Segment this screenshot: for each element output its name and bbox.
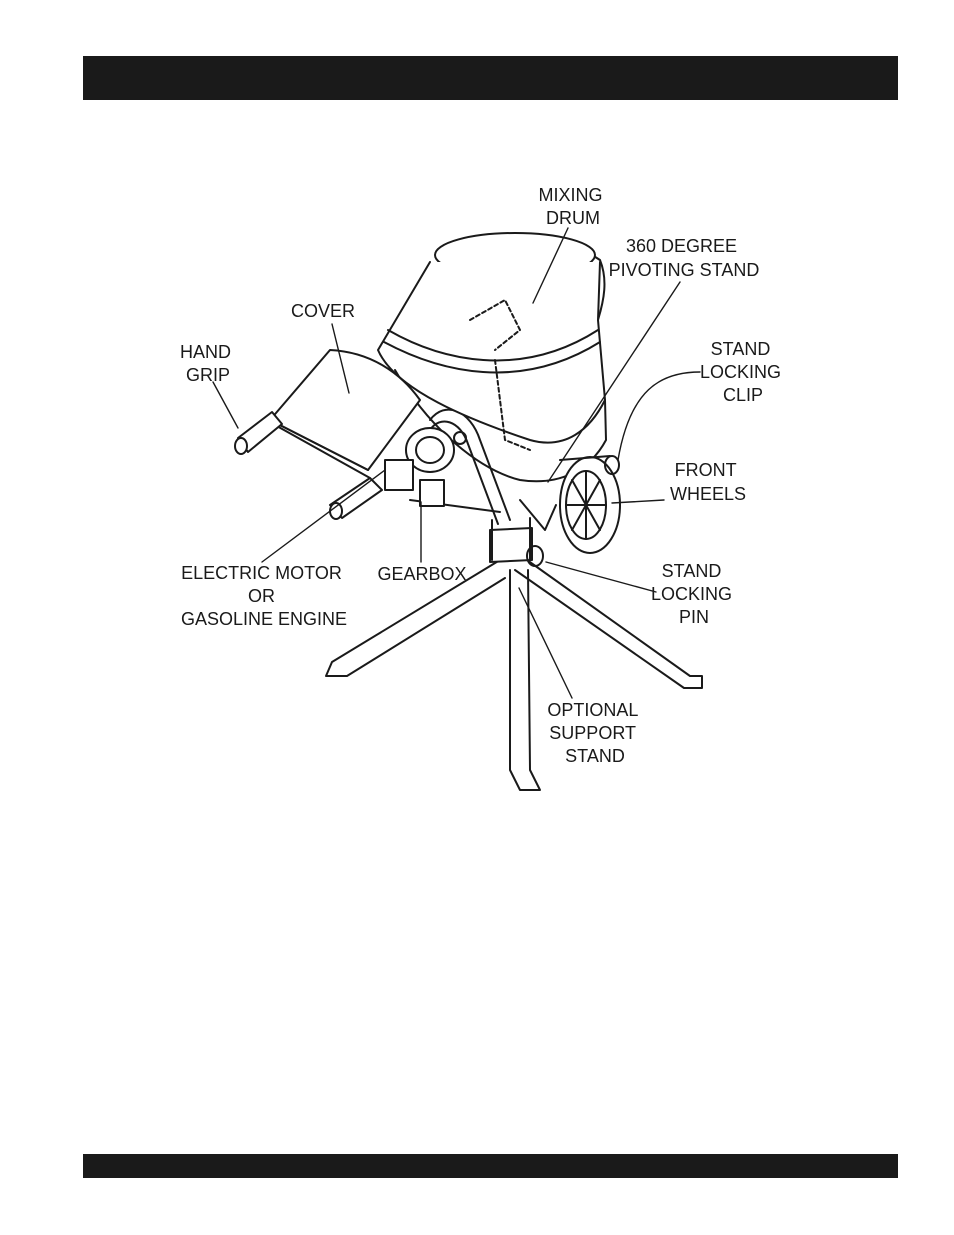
label-gearbox: GEARBOX [377, 564, 466, 584]
label-pivoting-stand: 360 DEGREE PIVOTING STAND [609, 236, 760, 280]
label-stand-locking-pin: STAND LOCKING PIN [651, 561, 737, 627]
motor-drawing [385, 428, 466, 506]
support-stand-drawing [326, 518, 702, 790]
cover-drawing [235, 350, 420, 519]
front-wheel-drawing [560, 456, 620, 553]
label-mixing-drum: MIXING DRUM [538, 185, 607, 228]
label-hand-grip: HAND GRIP [180, 342, 236, 385]
label-cover: COVER [291, 301, 355, 321]
label-electric-motor: ELECTRIC MOTOR OR GASOLINE ENGINE [181, 563, 347, 629]
label-optional-support-stand: OPTIONAL SUPPORT STAND [547, 700, 642, 766]
label-stand-locking-clip: STAND LOCKING CLIP [700, 339, 786, 405]
label-front-wheels: FRONT WHEELS [670, 460, 746, 504]
